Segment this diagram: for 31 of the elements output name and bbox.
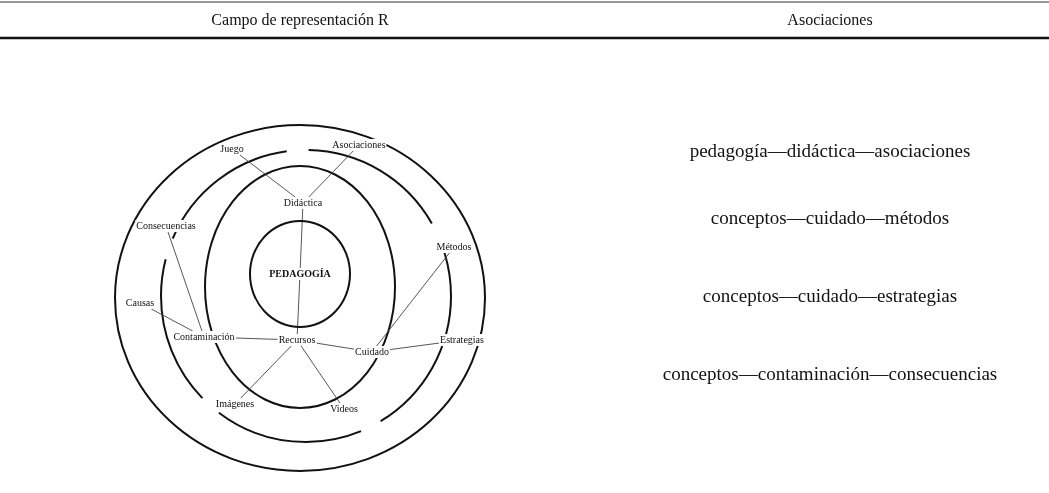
concept-label: Juego	[219, 143, 245, 155]
connector-line	[299, 208, 304, 269]
association-text: pedagogía—didáctica—asociaciones	[689, 140, 971, 162]
concept-label: Consecuencias	[135, 220, 197, 232]
concept-label: Cuidado	[354, 346, 390, 358]
connector-line	[389, 342, 440, 351]
connector-line	[239, 154, 296, 198]
association-text: conceptos—cuidado—estrategias	[702, 285, 958, 307]
concept-label: Causas	[124, 297, 156, 309]
connector-line	[167, 231, 203, 332]
column-header: Asociaciones	[787, 11, 873, 29]
core-ellipse	[249, 220, 351, 328]
connector-line	[150, 308, 194, 332]
core-concept-label: PEDAGOGÍA	[269, 268, 331, 280]
concept-label: Didáctica	[282, 197, 324, 209]
connector-line	[235, 337, 279, 340]
column-header: Campo de representación R	[211, 11, 389, 29]
connector-line	[296, 279, 301, 335]
association-text: conceptos—contaminación—consecuencias	[662, 363, 998, 385]
concept-label: Videos	[329, 403, 359, 415]
concept-label: Estrategias	[439, 334, 485, 346]
connector-line	[376, 252, 450, 347]
concept-label: Contaminación	[172, 331, 236, 343]
association-text: conceptos—cuidado—métodos	[710, 207, 950, 229]
connector-line	[308, 150, 354, 198]
connector-line	[315, 342, 355, 350]
connector-line	[300, 345, 341, 404]
concept-label: Recursos	[277, 334, 317, 346]
concept-label: Métodos	[435, 241, 473, 253]
concept-label: Asociaciones	[331, 139, 387, 151]
concept-label: Imágenes	[214, 398, 256, 410]
